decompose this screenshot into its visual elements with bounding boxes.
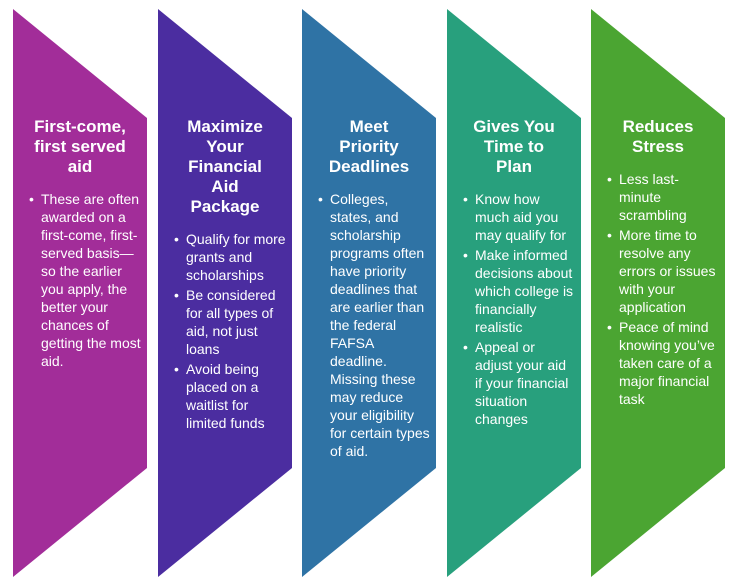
banner-title-line: Package	[190, 197, 260, 216]
bullet-list: Know how much aid you may qualify for Ma…	[450, 190, 578, 428]
banner-title-line: Maximize	[187, 117, 263, 136]
bullet-list: Qualify for more grants and scholarships…	[161, 230, 289, 432]
banner-title-line: Aid	[211, 177, 239, 196]
banner-title-line: First-come,	[34, 117, 126, 136]
bullet-item: These are often awarded on a first-come,…	[29, 190, 141, 370]
banner-title-line: Plan	[496, 157, 532, 176]
bullet-item: Know how much aid you may qualify for	[463, 190, 575, 244]
bullet-item: More time to resolve any errors or issue…	[607, 226, 719, 316]
banner-title-line: Financial	[188, 157, 262, 176]
banner-title-line: Deadlines	[328, 157, 410, 176]
bullet-list: These are often awarded on a first-come,…	[16, 190, 144, 370]
banner-title-line: Priority	[339, 137, 399, 156]
bullet-list: Colleges, states, and scholarship progra…	[305, 190, 433, 460]
banner-title-line: first served	[34, 137, 126, 156]
bullet-item: Colleges, states, and scholarship progra…	[318, 190, 430, 460]
bullet-list: Less last-minute scrambling More time to…	[594, 170, 722, 408]
bullet-item: Avoid being placed on a waitlist for lim…	[174, 360, 286, 432]
bullet-item: Appeal or adjust your aid if your financ…	[463, 338, 575, 428]
bullet-item: Less last-minute scrambling	[607, 170, 719, 224]
banner-title-line: Time to	[483, 137, 545, 156]
bullet-item: Be considered for all types of aid, not …	[174, 286, 286, 358]
bullet-item: Make informed decisions about which coll…	[463, 246, 575, 336]
banner-title-line: Your	[206, 137, 244, 156]
banner-title-line: Reduces	[622, 117, 694, 136]
banner-title-line: Meet	[349, 117, 389, 136]
banner-title-line: Gives You	[473, 117, 555, 136]
bullet-item: Peace of mind knowing you’ve taken care …	[607, 318, 719, 408]
bullet-item: Qualify for more grants and scholarships	[174, 230, 286, 284]
banner-title-line: Stress	[632, 137, 684, 156]
banner-title-line: aid	[67, 157, 93, 176]
